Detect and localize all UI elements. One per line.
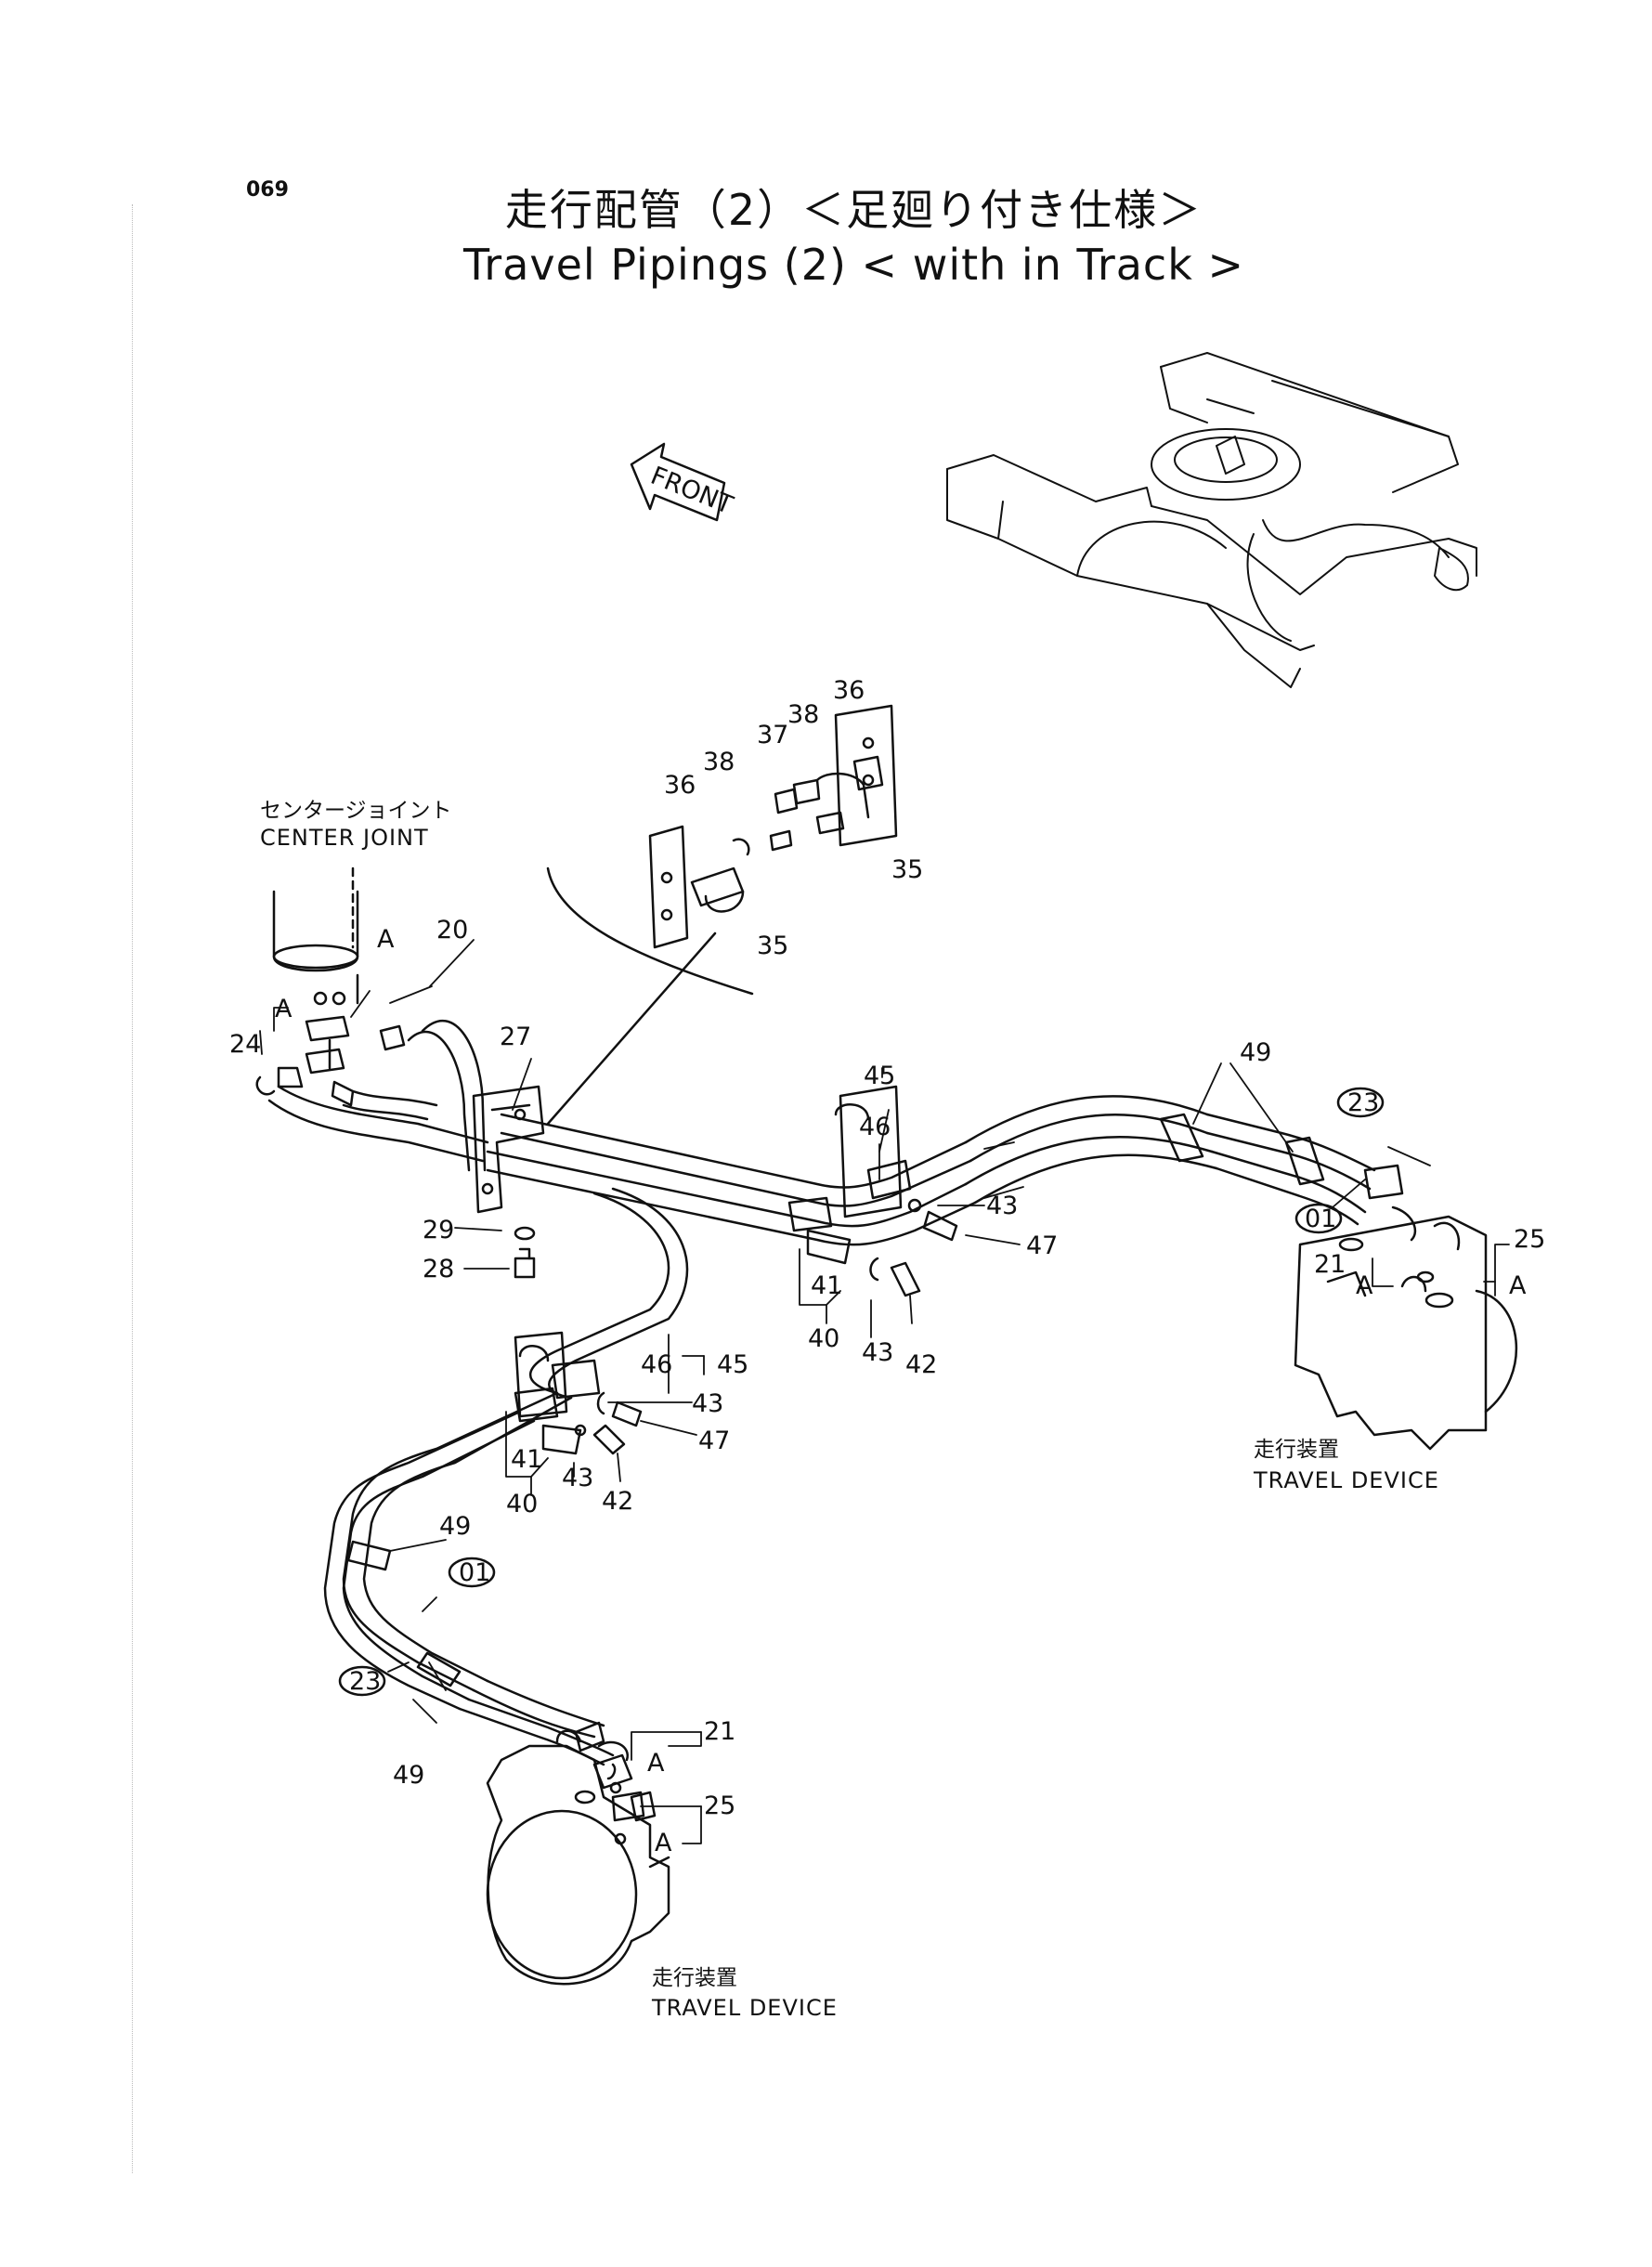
travel-device-left [486,1729,670,1986]
callout-46-upper: 46 [859,1113,891,1141]
callout-23-right: 23 [1347,1088,1379,1117]
callout-25-right: 25 [1514,1225,1545,1254]
bolts-upper [869,1198,958,1297]
callout-45-lower: 45 [717,1350,748,1379]
callout-40-lower: 40 [506,1490,538,1518]
circled-callout-01-left [448,1557,496,1588]
callout-A-left-2: A [655,1829,672,1857]
callout-20: 20 [436,916,468,945]
callout-46-lower: 46 [641,1350,672,1379]
callout-28: 28 [423,1255,454,1283]
callout-37: 37 [757,721,788,749]
callout-42-upper: 42 [905,1350,937,1379]
callout-49-upper: 49 [1240,1038,1271,1067]
callout-21-right: 21 [1314,1250,1346,1279]
callout-45-upper: 45 [864,1062,895,1090]
callout-01-left: 01 [459,1558,490,1587]
callout-23-left: 23 [349,1667,381,1696]
callout-43-mid: 43 [862,1338,893,1367]
page-number: 069 [246,178,289,202]
center-joint-label-en: CENTER JOINT [260,825,429,851]
callout-21-left: 21 [704,1717,735,1746]
callout-24: 24 [229,1030,261,1059]
hose-bundle-lower [323,1187,689,1766]
callout-27: 27 [500,1023,531,1051]
callout-36-top: 36 [833,676,865,705]
callout-labels: FRONT センタージョイント CENTER JOINT 走行装置 TRAVEL… [229,462,1545,2021]
callout-43-lower: 43 [692,1389,723,1418]
clamp-group-upper [787,1085,912,1265]
travel-device-right [1294,1164,1518,1451]
circled-callout-01-right [1294,1203,1343,1234]
callout-29: 29 [423,1216,454,1244]
callout-35-right: 35 [891,855,923,884]
front-arrow-icon [630,442,726,522]
callout-41-upper: 41 [811,1271,842,1300]
bolts-lower [574,1391,643,1455]
callout-36: 36 [664,771,696,800]
fitting-assembly-left [255,1015,406,1107]
callout-A-2: A [275,995,293,1023]
circled-callout-23-right [1336,1087,1385,1118]
travel-device-right-label-jp: 走行装置 [1254,1438,1339,1462]
callout-47-lower: 47 [698,1427,730,1455]
callout-47-upper: 47 [1026,1231,1058,1260]
page-title-english: Travel Pipings (2) < with in Track > [462,240,1245,290]
callout-A-left-1: A [647,1749,665,1778]
callout-35: 35 [757,932,788,960]
callout-38: 38 [703,748,735,776]
callout-41-lower: 41 [511,1445,542,1474]
callout-49-bottom: 49 [393,1761,424,1790]
callout-25-left: 25 [704,1791,735,1820]
center-joint-label-jp: センタージョイント [260,799,452,823]
bracket-27 [472,1085,545,1214]
undercarriage-overview [946,352,1477,688]
page-title-japanese: 走行配管（2）＜足廻り付き仕様＞ [504,185,1203,235]
callout-A-right-2: A [1509,1271,1527,1300]
travel-device-right-label-en: TRAVEL DEVICE [1253,1467,1439,1493]
clamp-detail-inset [546,704,898,1126]
callout-42-lower: 42 [602,1487,633,1516]
callout-40-upper: 40 [808,1324,839,1353]
callout-A-right-1: A [1356,1271,1373,1300]
bolt-28-washer-29 [514,1226,536,1279]
callout-A-1: A [377,925,395,954]
callout-38-top: 38 [787,700,819,729]
hose-clips [346,1113,1325,1687]
callout-43-lower-2: 43 [562,1464,593,1492]
callout-49-lower: 49 [439,1512,471,1541]
clamp-group-lower [514,1331,601,1455]
leader-lines [259,939,1510,1844]
travel-device-left-label-en: TRAVEL DEVICE [651,1995,838,2021]
circled-callout-23-left [338,1665,386,1697]
travel-device-left-label-jp: 走行装置 [652,1966,737,1990]
callout-01-right: 01 [1305,1205,1336,1233]
callout-43-upper: 43 [986,1192,1018,1220]
hose-bundle-main [267,1019,1376,1246]
scan-border-line [132,204,133,2173]
fittings-lower-device [574,1721,645,1845]
center-joint [272,866,359,1006]
